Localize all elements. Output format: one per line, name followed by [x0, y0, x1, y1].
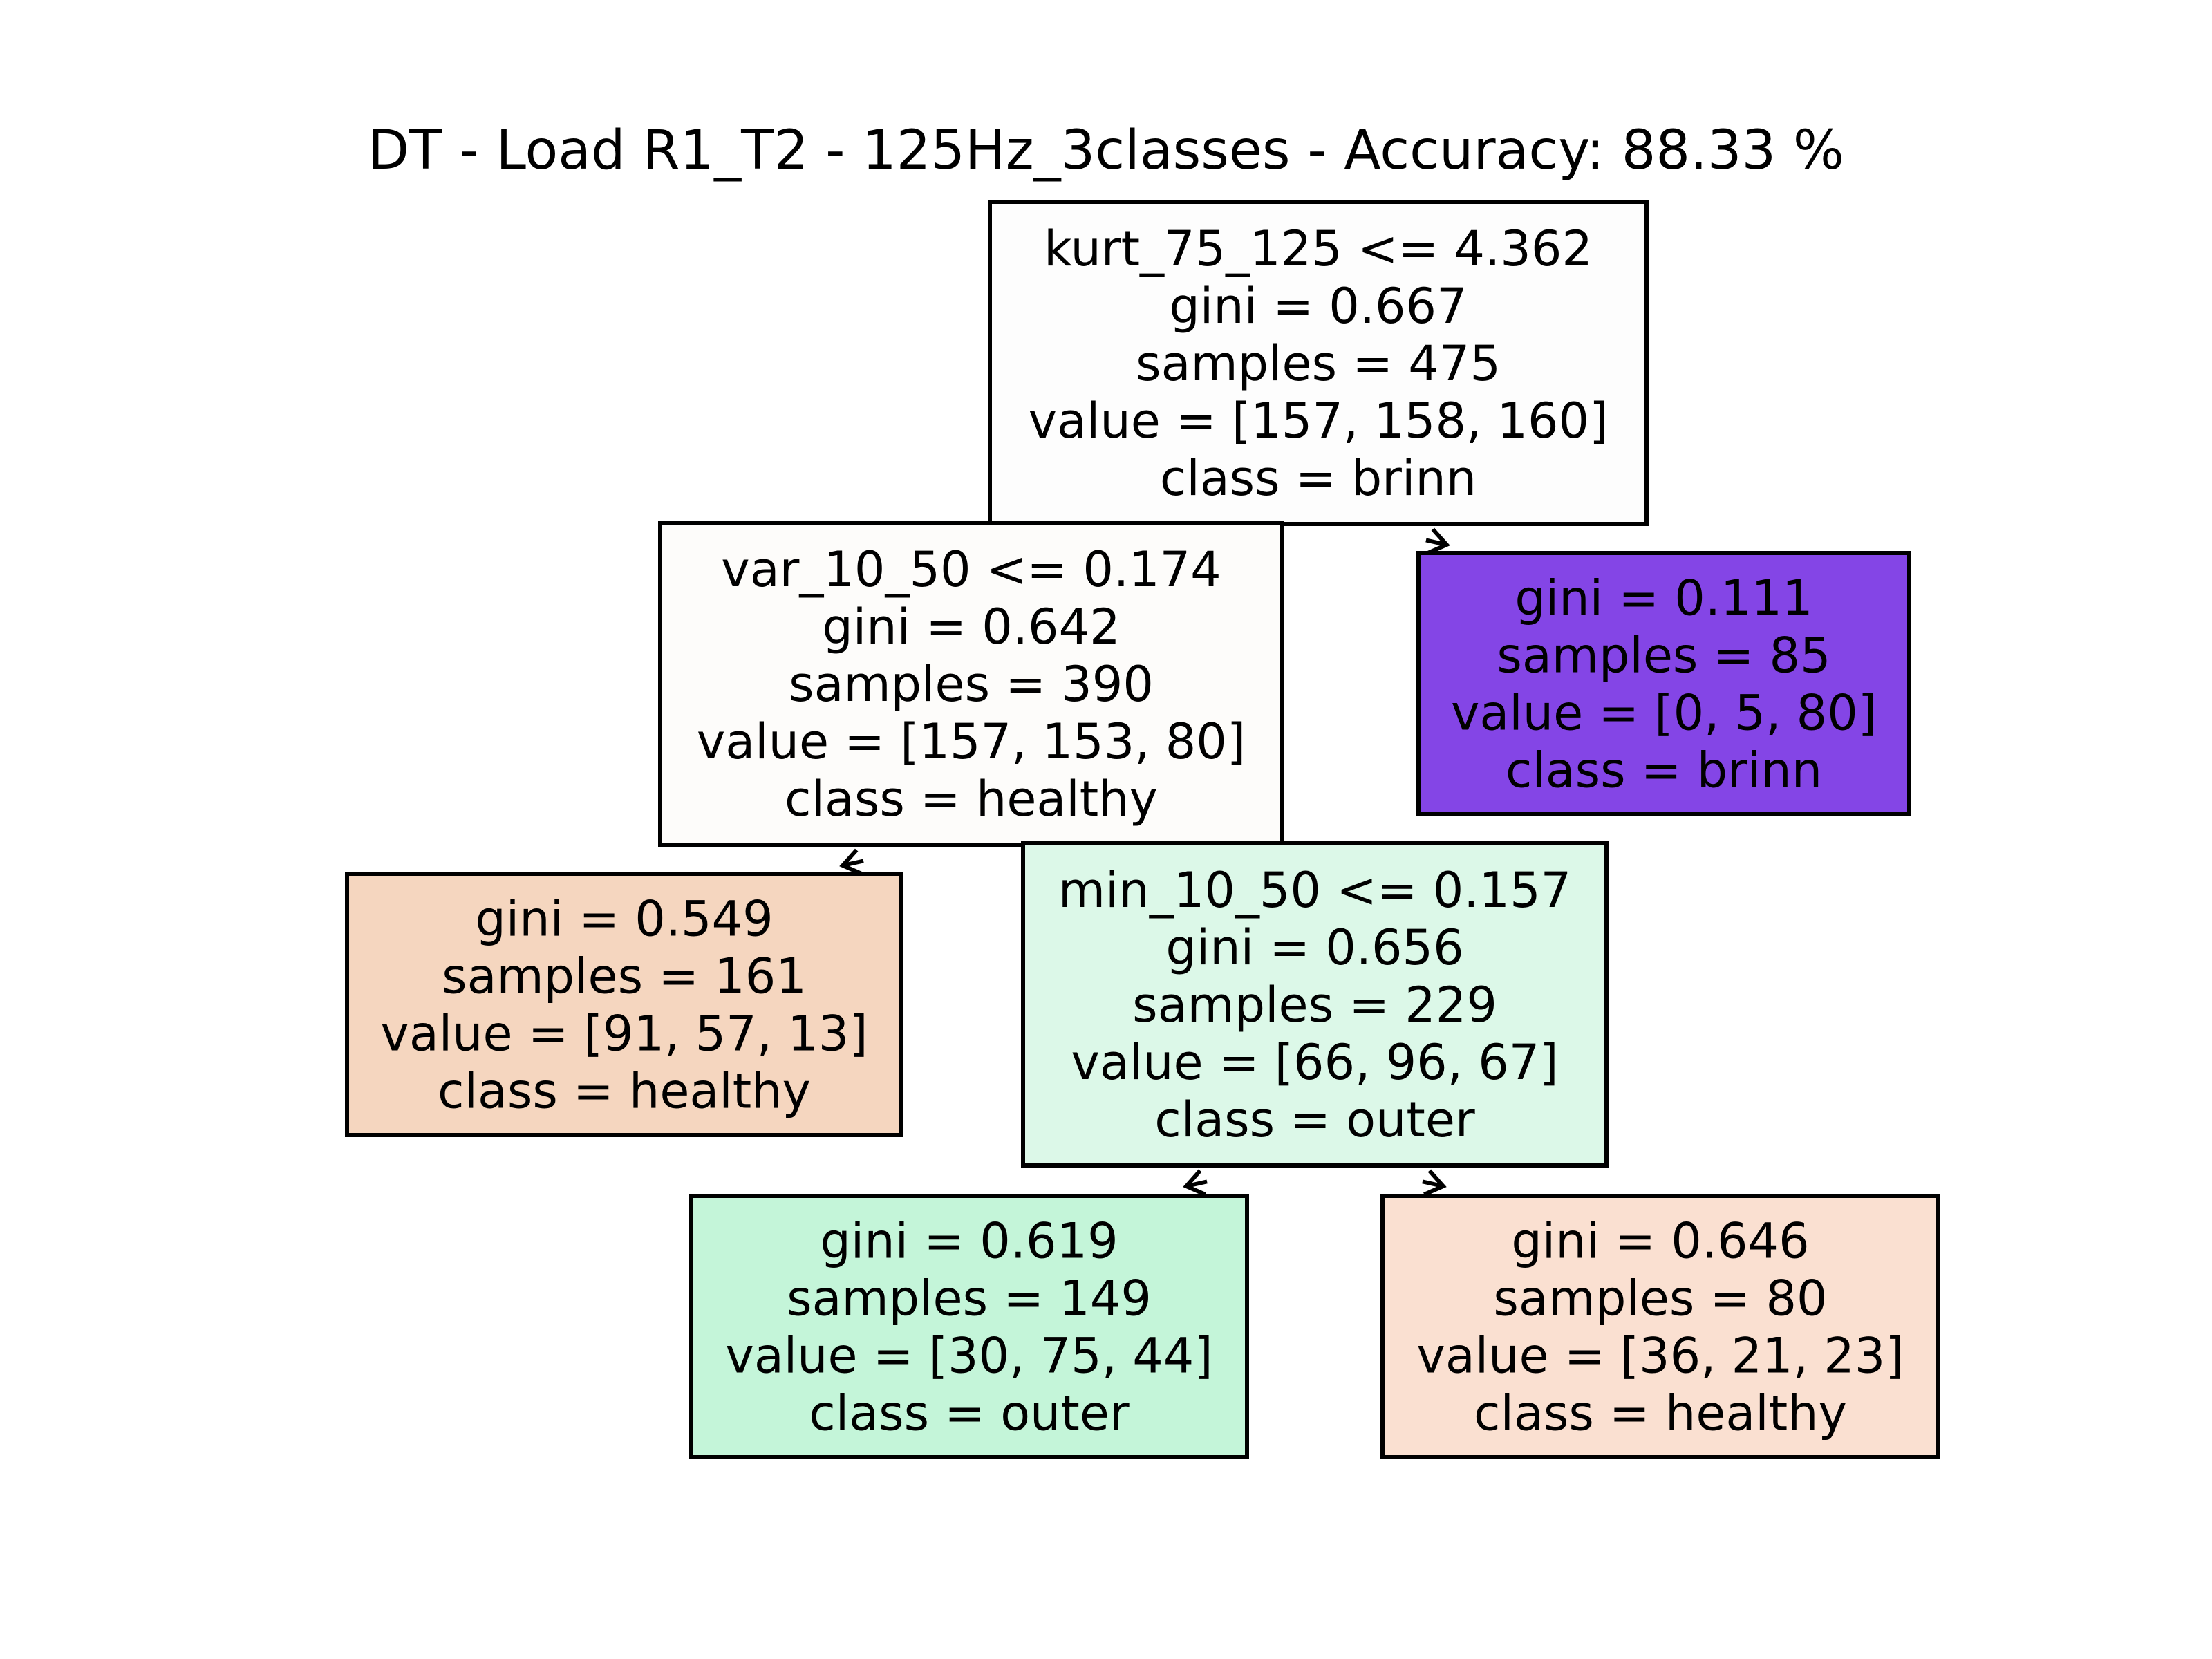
node-line: value = [30, 75, 44] [725, 1328, 1212, 1385]
node-line: class = healthy [1474, 1385, 1847, 1442]
node-line: value = [0, 5, 80] [1451, 685, 1877, 742]
node-line: class = healthy [785, 771, 1158, 827]
node-line: class = outer [809, 1385, 1130, 1442]
node-line: gini = 0.656 [1165, 919, 1463, 976]
node-line: kurt_75_125 <= 4.362 [1044, 221, 1593, 277]
node-line: gini = 0.111 [1515, 570, 1812, 627]
node-box [1021, 841, 1609, 1168]
node-line: gini = 0.642 [822, 599, 1120, 655]
node-box [1416, 551, 1911, 816]
node-line: class = outer [1154, 1091, 1475, 1148]
node-line: min_10_50 <= 0.157 [1058, 862, 1571, 919]
node-line: samples = 85 [1497, 628, 1830, 684]
node-line: samples = 149 [787, 1271, 1152, 1327]
tree-edge [1422, 1169, 1447, 1197]
node-line: class = brinn [1160, 450, 1477, 507]
node-box [689, 1194, 1249, 1459]
node-line: var_10_50 <= 0.174 [721, 541, 1221, 598]
node-box [1380, 1194, 1940, 1459]
tree-edge [1425, 527, 1450, 555]
node-line: samples = 161 [442, 948, 807, 1005]
node-line: value = [157, 153, 80] [697, 713, 1246, 770]
node-line: samples = 229 [1132, 977, 1497, 1033]
node-line: value = [66, 96, 67] [1071, 1034, 1558, 1091]
tree-edge [1183, 1169, 1208, 1197]
node-line: samples = 80 [1493, 1271, 1827, 1327]
node-line: value = [91, 57, 13] [380, 1006, 868, 1062]
node-line: gini = 0.619 [820, 1213, 1118, 1270]
node-box [988, 200, 1649, 526]
node-line: gini = 0.667 [1169, 278, 1467, 335]
node-line: value = [157, 158, 160] [1029, 393, 1609, 449]
diagram-title: DT - Load R1_T2 - 125Hz_3classes - Accur… [368, 120, 1844, 182]
node-box [345, 872, 903, 1137]
tree-edge [839, 848, 864, 876]
node-line: class = brinn [1506, 742, 1822, 799]
node-line: gini = 0.646 [1511, 1213, 1809, 1270]
node-line: gini = 0.549 [475, 891, 773, 948]
node-line: samples = 475 [1136, 335, 1501, 392]
node-line: samples = 390 [789, 656, 1154, 713]
node-line: class = healthy [438, 1063, 811, 1120]
node-box [658, 521, 1284, 847]
node-line: value = [36, 21, 23] [1416, 1328, 1904, 1385]
